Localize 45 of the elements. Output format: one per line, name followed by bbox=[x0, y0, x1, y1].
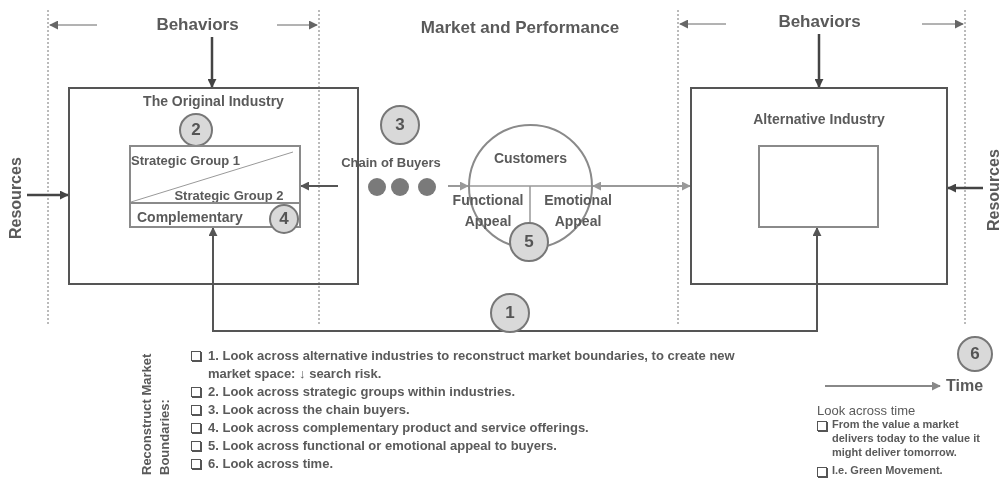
node-text: Customers bbox=[492, 149, 569, 168]
list-item: 3. Look across the chain buyers. bbox=[208, 401, 411, 419]
list-item: 1. Look across alternative industries to reconstruct market boundaries, to create new market space: ↓ search risk. bbox=[208, 347, 736, 383]
list-item: 4. Look across complementary product and service offerings. bbox=[208, 419, 590, 437]
list-item: 2. Look across strategic groups within industries. bbox=[208, 383, 516, 401]
list-item: 5. Look across functional or emotional appeal to buyers. bbox=[208, 437, 558, 455]
arrow bbox=[447, 181, 469, 191]
number-circle bbox=[269, 204, 299, 234]
section-heading: Market and Performance bbox=[419, 17, 621, 39]
arrow bbox=[207, 37, 217, 88]
note-text: I.e. Green Movement. bbox=[832, 463, 944, 477]
number-circle bbox=[957, 336, 993, 372]
list-item: 6. Look across time. bbox=[208, 455, 334, 473]
callout-number: 2 bbox=[190, 120, 202, 140]
arrow bbox=[208, 227, 822, 332]
side-label: Resources bbox=[983, 140, 1005, 240]
callout-number: 6 bbox=[969, 344, 981, 364]
callout-number: 4 bbox=[278, 209, 290, 229]
axis-label: Time bbox=[946, 376, 985, 396]
number-circle bbox=[380, 105, 420, 145]
callout-number: 1 bbox=[504, 303, 516, 323]
box-title: Alternative Industry bbox=[752, 110, 886, 129]
arrow bbox=[27, 190, 69, 200]
heading-label: Behaviors bbox=[772, 10, 867, 34]
side-caption: Reconstruct Market Boundaries: bbox=[138, 352, 173, 475]
number-circle bbox=[490, 293, 530, 333]
number-circle bbox=[179, 113, 213, 147]
note-heading: Look across time bbox=[817, 402, 917, 420]
box-title: The Original Industry bbox=[142, 92, 285, 111]
industry-box bbox=[690, 87, 948, 285]
callout-number: 5 bbox=[523, 232, 535, 252]
arrow bbox=[300, 181, 339, 191]
number-circle bbox=[509, 222, 549, 262]
arrow bbox=[592, 181, 691, 191]
arrow bbox=[947, 183, 983, 193]
heading-label: Behaviors bbox=[150, 13, 245, 37]
note-text: From the value a market delivers today to the value it might deliver tomorrow. bbox=[832, 417, 981, 459]
arrow bbox=[814, 34, 824, 88]
callout-number: 3 bbox=[394, 115, 406, 135]
side-label: Resources bbox=[5, 148, 27, 248]
inner-box bbox=[758, 145, 879, 228]
group-row bbox=[129, 202, 301, 228]
node-text: Strategic Group 2 bbox=[173, 187, 285, 205]
node-text: Complementary bbox=[137, 208, 244, 227]
node-text: Strategic Group 1 bbox=[131, 152, 242, 170]
